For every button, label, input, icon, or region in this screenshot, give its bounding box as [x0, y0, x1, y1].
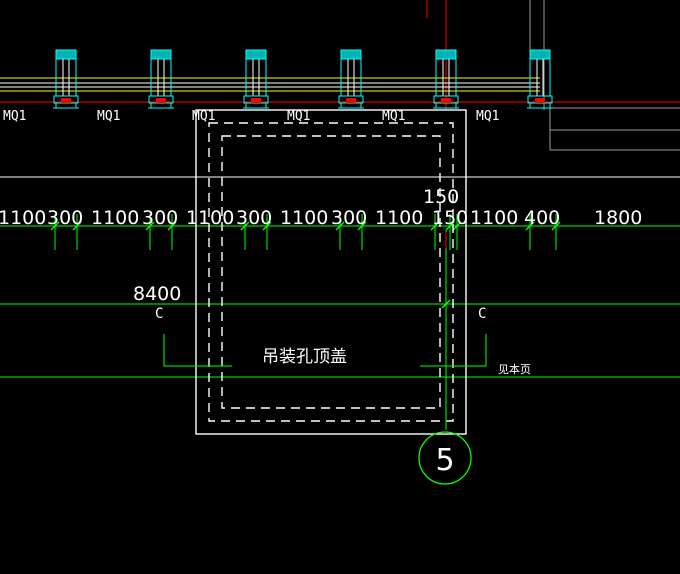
- door-symbols: [53, 49, 553, 109]
- dimension-tick: [357, 214, 367, 250]
- door-symbol: [53, 49, 79, 109]
- axis-number: 5: [435, 443, 454, 478]
- curtain-wall-lines: [0, 77, 680, 103]
- section-note[interactable]: 见本页: [498, 362, 531, 376]
- dimension-tick: [50, 214, 60, 250]
- dimension-tick: [525, 214, 535, 250]
- door-symbol: [527, 49, 553, 109]
- pit-outer-rect: [195, 109, 467, 435]
- door-symbol: [433, 49, 459, 109]
- dim-value[interactable]: 1100: [0, 207, 46, 229]
- axis-bubble[interactable]: 5: [418, 431, 472, 485]
- building-outline-right: [544, 107, 680, 151]
- axis-bubble-circle: [418, 431, 472, 485]
- dim-total[interactable]: 8400: [133, 283, 181, 305]
- door-label[interactable]: MQ1: [192, 109, 215, 124]
- dim-value-150[interactable]: 150: [423, 186, 459, 208]
- pit-label[interactable]: 吊装孔顶盖: [262, 347, 347, 367]
- dim-value[interactable]: 400: [524, 207, 560, 229]
- dimension-tick: [72, 214, 82, 250]
- dim-value[interactable]: 300: [236, 207, 272, 229]
- section-mark-left: C: [155, 306, 232, 367]
- dim-value[interactable]: 1100: [186, 207, 234, 229]
- dim-value[interactable]: 300: [47, 207, 83, 229]
- dim-value[interactable]: 300: [142, 207, 178, 229]
- dimension-tick: [551, 214, 561, 250]
- dim-value[interactable]: 1100: [375, 207, 423, 229]
- dim-value[interactable]: 300: [331, 207, 367, 229]
- dim-value[interactable]: 1100: [91, 207, 139, 229]
- dimension-row: 1100 300 1100 300 1100 300 1100 300 1100…: [0, 207, 642, 229]
- dimension-tick: [452, 214, 462, 250]
- dimension-tick: [335, 214, 345, 250]
- door-label[interactable]: MQ1: [3, 109, 26, 124]
- dimension-tick: [262, 214, 272, 250]
- dimension-tick: [240, 214, 250, 250]
- pit-dashed-outer: [208, 122, 454, 422]
- dim-value[interactable]: 1100: [280, 207, 328, 229]
- dim-value[interactable]: 1800: [594, 207, 642, 229]
- pit-dashed-inner: [221, 135, 441, 409]
- dimension-tick: [145, 214, 155, 250]
- section-letter-left[interactable]: C: [155, 306, 163, 322]
- door-symbol: [148, 49, 174, 109]
- door-symbol: [243, 49, 269, 109]
- dim-value[interactable]: 1100: [470, 207, 518, 229]
- door-label[interactable]: MQ1: [287, 109, 310, 124]
- door-label[interactable]: MQ1: [476, 109, 499, 124]
- section-letter-right[interactable]: C: [478, 306, 486, 322]
- section-mark-right: C: [420, 306, 487, 367]
- door-labels: MQ1 MQ1 MQ1 MQ1 MQ1 MQ1: [3, 109, 499, 124]
- dimension-tick: [445, 214, 455, 250]
- door-label[interactable]: MQ1: [382, 109, 405, 124]
- dimension-tick: [167, 214, 177, 250]
- door-label[interactable]: MQ1: [97, 109, 120, 124]
- dimension-ticks: [50, 214, 561, 309]
- dimension-tick: [430, 214, 440, 250]
- door-symbol: [338, 49, 364, 109]
- dim-value[interactable]: 150: [432, 207, 468, 229]
- hoist-hole-outline: [195, 109, 467, 435]
